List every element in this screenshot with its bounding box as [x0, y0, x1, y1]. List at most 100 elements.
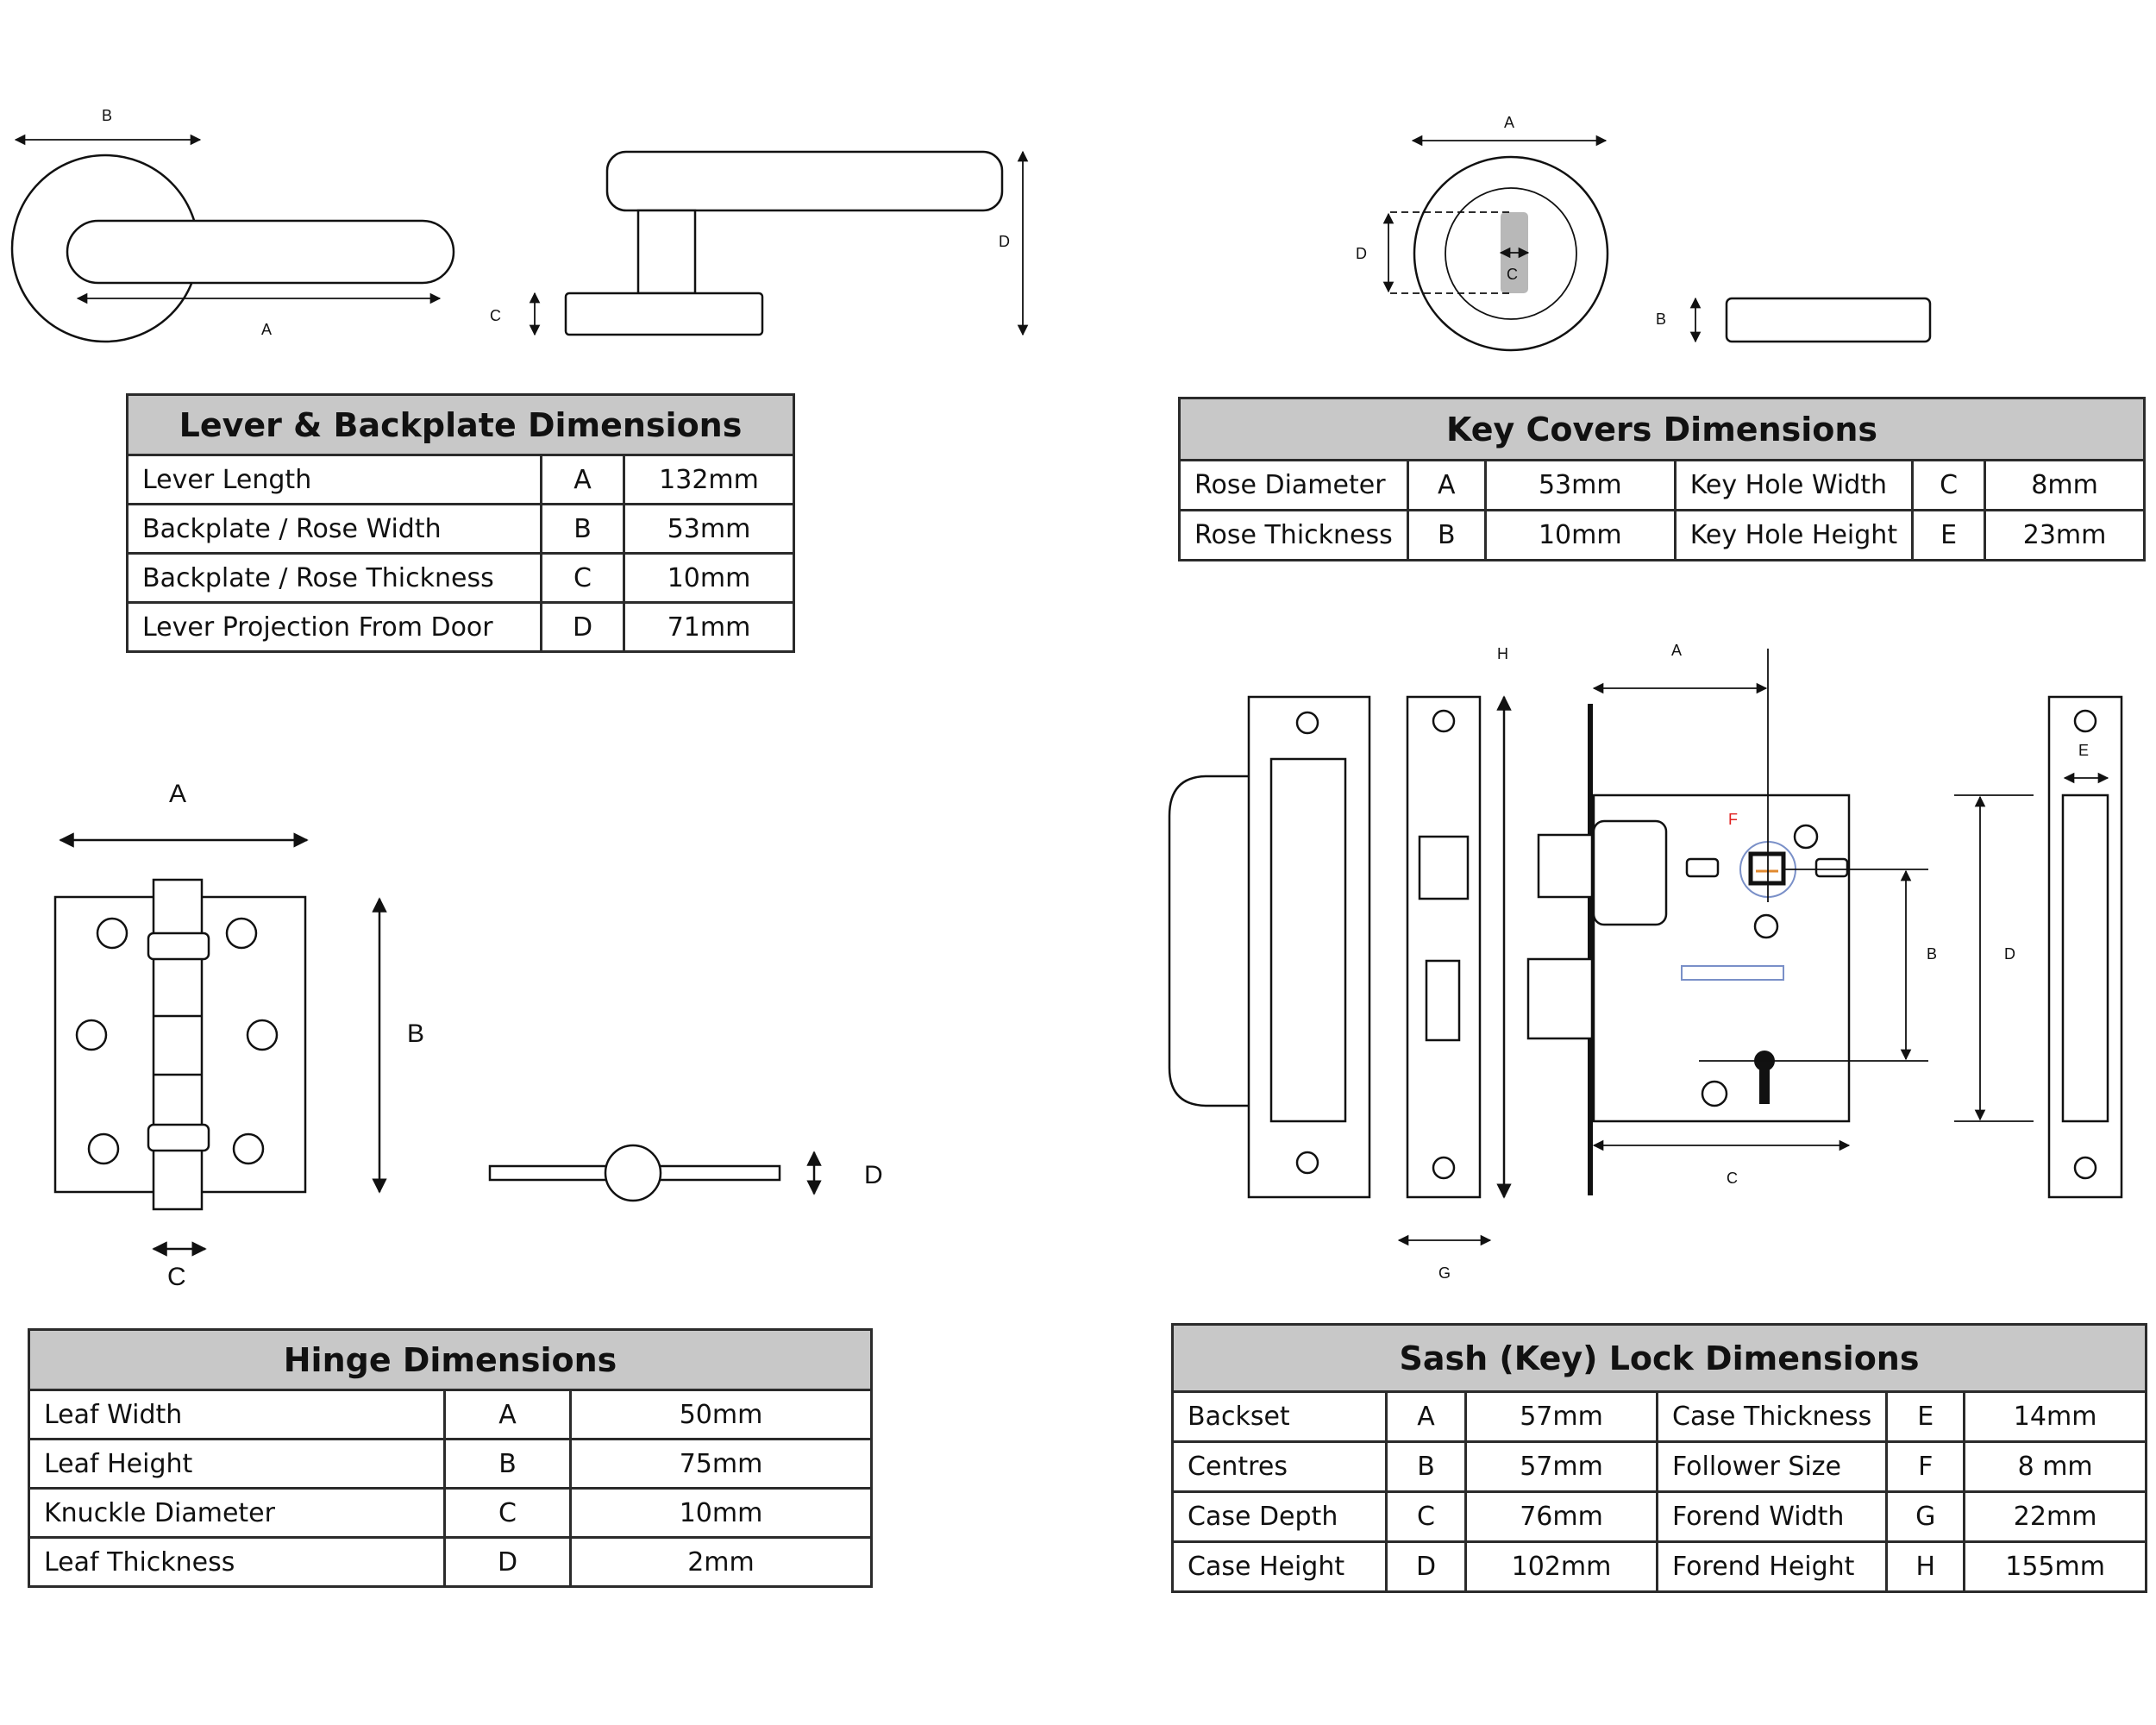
table-row: Centres B 57mm Follower Size F 8 mm [1171, 1440, 2147, 1493]
table-title: Sash (Key) Lock Dimensions [1171, 1323, 2147, 1393]
table-row: Backset A 57mm Case Thickness E 14mm [1171, 1390, 2147, 1443]
table-row: Leaf Thickness D 2mm [28, 1536, 873, 1588]
lever-dimensions-table: Lever & Backplate Dimensions Lever Lengt… [126, 393, 795, 653]
sash-label-f: F [1728, 811, 1738, 828]
row-name: Leaf Thickness [28, 1536, 446, 1588]
table-title: Lever & Backplate Dimensions [126, 393, 795, 456]
row-name: Case Depth [1171, 1490, 1388, 1543]
row-value: 102mm [1464, 1540, 1658, 1593]
row-value: 53mm [623, 503, 795, 555]
row-name: Forend Width [1655, 1490, 1889, 1543]
lever-label-c: C [490, 307, 501, 324]
lever-side-view: C D [490, 150, 1029, 336]
row-name: Follower Size [1655, 1440, 1889, 1493]
table-row: Rose Diameter A 53mm Key Hole Width C 8m… [1178, 459, 2146, 511]
sash-label-h: H [1497, 645, 1508, 662]
row-code: C [1385, 1490, 1467, 1543]
row-name: Centres [1171, 1440, 1388, 1493]
row-name: Key Hole Height [1673, 509, 1915, 561]
row-value: 10mm [569, 1487, 873, 1539]
row-value: 53mm [1483, 459, 1677, 511]
lever-label-d: D [999, 233, 1010, 250]
hinge-label-d: D [864, 1161, 883, 1189]
row-code: B [1385, 1440, 1467, 1493]
row-value: 57mm [1464, 1440, 1658, 1493]
row-code: C [1911, 459, 1987, 511]
row-code: D [1385, 1540, 1467, 1593]
row-name: Leaf Width [28, 1389, 446, 1440]
row-code: B [443, 1438, 572, 1490]
hinge-label-c: C [167, 1263, 186, 1291]
table-title: Hinge Dimensions [28, 1328, 873, 1391]
row-code: C [443, 1487, 572, 1539]
row-value: 8 mm [1963, 1440, 2147, 1493]
hinge-label-b: B [407, 1019, 424, 1048]
table-row: Lever Projection From Door D 71mm [126, 601, 795, 653]
row-code: B [1406, 509, 1487, 561]
lever-label-a: A [261, 321, 272, 338]
row-code: E [1911, 509, 1987, 561]
row-code: D [443, 1536, 572, 1588]
table-row: Backplate / Rose Thickness C 10mm [126, 552, 795, 604]
row-name: Knuckle Diameter [28, 1487, 446, 1539]
sash-label-c: C [1727, 1170, 1738, 1187]
row-code: A [540, 454, 625, 505]
table-row: Case Depth C 76mm Forend Width G 22mm [1171, 1490, 2147, 1543]
row-code: A [1406, 459, 1487, 511]
row-code: E [1885, 1390, 1966, 1443]
key-covers-dimensions-table: Key Covers Dimensions Rose Diameter A 53… [1178, 397, 2146, 561]
row-name: Key Hole Width [1673, 459, 1915, 511]
sash-lock-case: F A B C D [1526, 642, 2034, 1195]
table-row: Leaf Height B 75mm [28, 1438, 873, 1490]
sash-label-d: D [2004, 945, 2015, 963]
key-cover-label-a: A [1504, 114, 1514, 131]
row-value: 23mm [1984, 509, 2146, 561]
row-code: H [1885, 1540, 1966, 1593]
key-cover-label-b: B [1656, 310, 1666, 328]
table-row: Lever Length A 132mm [126, 454, 795, 505]
row-name: Case Thickness [1655, 1390, 1889, 1443]
row-code: G [1885, 1490, 1966, 1543]
row-code: B [540, 503, 625, 555]
sash-lock-forend: H G [1397, 645, 1512, 1282]
table-row: Case Height D 102mm Forend Height H 155m… [1171, 1540, 2147, 1593]
key-cover-front-view: D C A [1356, 114, 1609, 352]
row-value: 155mm [1963, 1540, 2147, 1593]
sash-label-e: E [2078, 742, 2089, 759]
row-name: Backplate / Rose Thickness [126, 552, 542, 604]
sash-label-a: A [1671, 642, 1682, 659]
keyhole-icon [1759, 1063, 1770, 1104]
row-code: A [1385, 1390, 1467, 1443]
table-title: Key Covers Dimensions [1178, 397, 2146, 461]
follower-square [1748, 851, 1786, 886]
row-name: Rose Thickness [1178, 509, 1409, 561]
key-cover-label-c: C [1507, 266, 1518, 283]
row-code: F [1885, 1440, 1966, 1493]
row-value: 75mm [569, 1438, 873, 1490]
row-code: A [443, 1389, 572, 1440]
row-value: 76mm [1464, 1490, 1658, 1543]
row-name: Forend Height [1655, 1540, 1889, 1593]
row-name: Lever Projection From Door [126, 601, 542, 653]
row-value: 8mm [1984, 459, 2146, 511]
row-name: Leaf Height [28, 1438, 446, 1490]
hinge-side-view: D [488, 1144, 883, 1202]
sash-lock-dimensions-table: Sash (Key) Lock Dimensions Backset A 57m… [1171, 1323, 2147, 1593]
row-value: 71mm [623, 601, 795, 653]
sash-label-g: G [1438, 1264, 1451, 1282]
table-row: Rose Thickness B 10mm Key Hole Height E … [1178, 509, 2146, 561]
table-row: Leaf Width A 50mm [28, 1389, 873, 1440]
sash-lock-strike-plate [1168, 695, 1371, 1199]
row-code: D [540, 601, 625, 653]
row-name: Backset [1171, 1390, 1388, 1443]
hinge-front-view: A B C [53, 780, 424, 1291]
row-name: Lever Length [126, 454, 542, 505]
key-cover-label-d: D [1356, 245, 1367, 262]
row-code: C [540, 552, 625, 604]
row-value: 10mm [1483, 509, 1677, 561]
table-row: Knuckle Diameter C 10mm [28, 1487, 873, 1539]
key-cover-side-view: B [1656, 297, 1932, 343]
hinge-label-a: A [169, 780, 186, 808]
row-value: 22mm [1963, 1490, 2147, 1543]
